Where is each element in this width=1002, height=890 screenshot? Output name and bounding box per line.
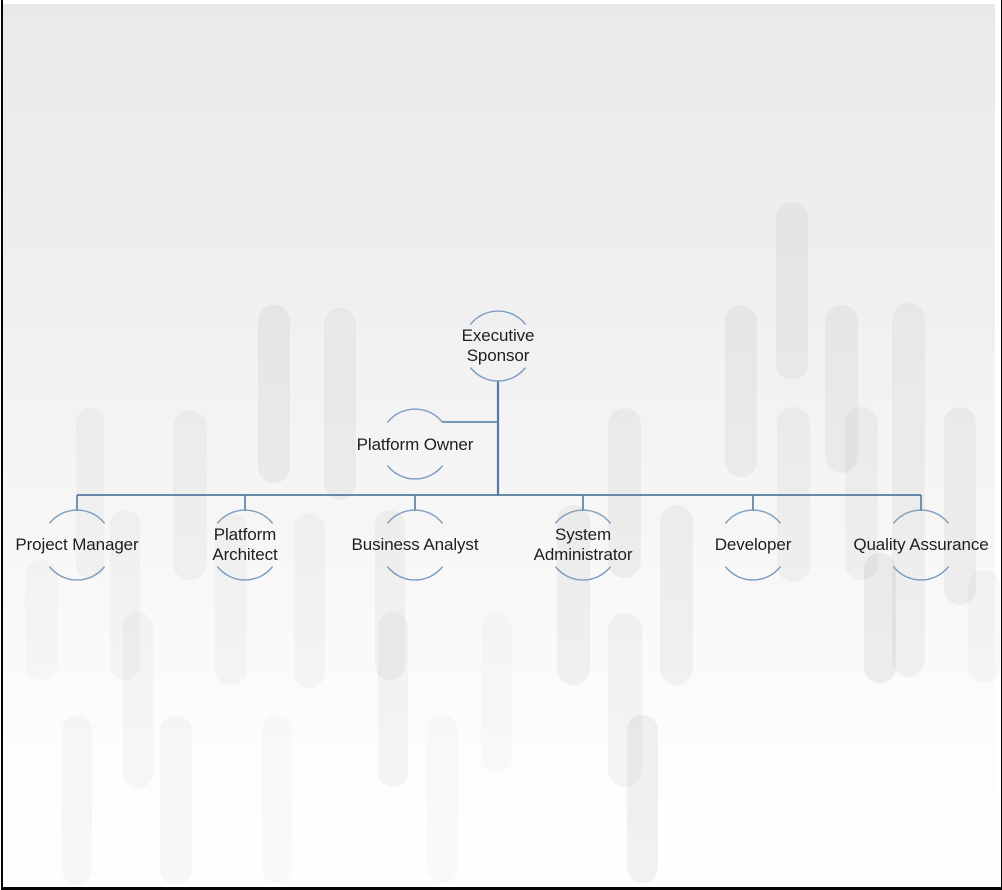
node-circle-project-manager (49, 509, 105, 581)
node-developer[interactable]: Developer (668, 514, 838, 576)
node-circle-platform-architect (217, 509, 273, 581)
node-circle-business-analyst (387, 509, 443, 581)
node-circle-quality-assurance (893, 509, 949, 581)
node-label-line: Administrator (533, 545, 633, 564)
node-platform-owner[interactable]: Platform Owner (330, 414, 500, 476)
node-label-line: Business Analyst (351, 535, 479, 554)
node-circle-system-administrator (555, 509, 611, 581)
node-quality-assurance[interactable]: Quality Assurance (836, 514, 1002, 576)
node-label-line: Platform (213, 525, 277, 544)
connector-stubs (76, 495, 922, 511)
node-label-line: Executive (461, 326, 535, 345)
node-executive-sponsor[interactable]: Executive Sponsor (413, 315, 583, 377)
node-platform-architect[interactable]: Platform Architect (160, 514, 330, 576)
node-project-manager[interactable]: Project Manager (0, 514, 162, 576)
node-label-line: Platform Owner (356, 435, 474, 454)
node-label-line: Sponsor (466, 346, 530, 365)
node-label-line: Architect (212, 545, 278, 564)
node-label-line: Developer (714, 535, 792, 554)
node-label-line: System (554, 525, 612, 544)
node-system-administrator[interactable]: System Administrator (498, 514, 668, 576)
node-circle-executive-sponsor (470, 310, 526, 382)
node-circle-developer (725, 509, 781, 581)
node-business-analyst[interactable]: Business Analyst (330, 514, 500, 576)
node-label-line: Quality Assurance (853, 535, 989, 554)
node-label-line: Project Manager (15, 535, 139, 554)
node-circle-platform-owner (387, 408, 443, 480)
